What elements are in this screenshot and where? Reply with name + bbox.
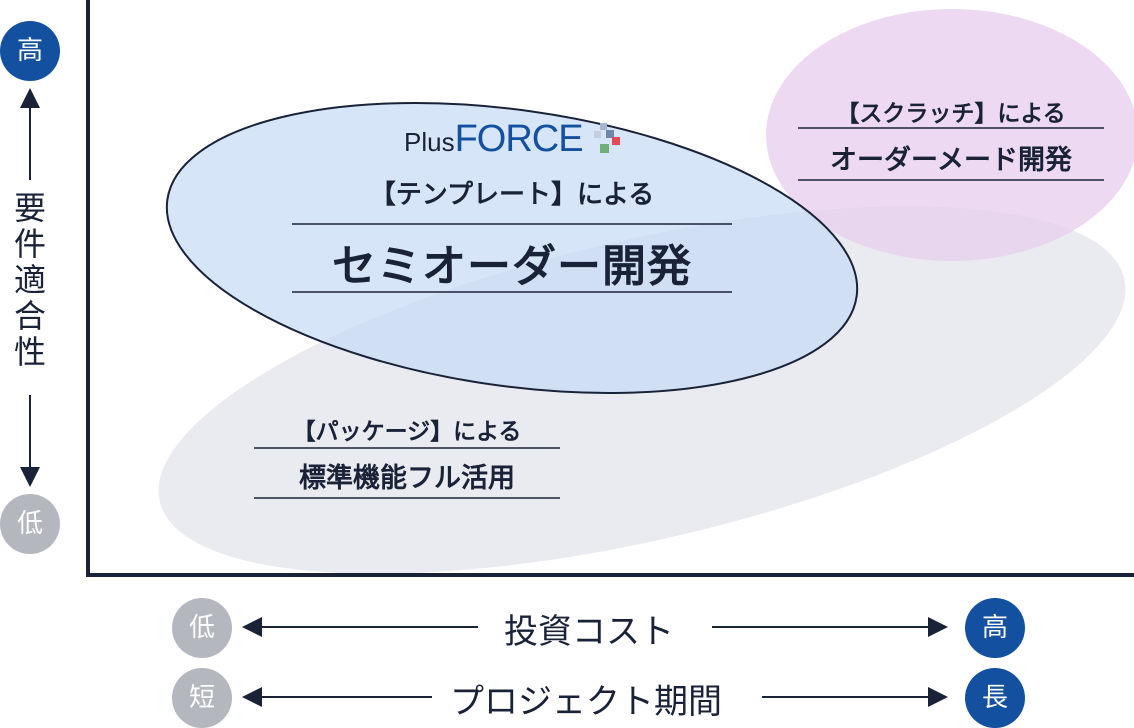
y-label-char: 合 [14, 297, 47, 335]
cost-axis-label: 投資コスト [490, 604, 688, 653]
scratch-ellipse [766, 9, 1134, 261]
y-low-badge: 低 [0, 494, 60, 554]
y-label-char: 要 [14, 189, 47, 227]
y-high-badge: 高 [0, 21, 60, 81]
template-title: セミオーダー開発 [332, 241, 692, 292]
template-prefix: 【テンプレート】による [369, 180, 655, 210]
cost-low-badge: 低 [172, 598, 232, 658]
period-axis-label: プロジェクト期間 [436, 674, 736, 723]
cost-high-badge: 高 [965, 598, 1025, 658]
logo-force: FORCE [454, 118, 584, 160]
y-label-char: 件 [14, 225, 47, 263]
y-label-char: 性 [14, 333, 47, 371]
template-ellipse [165, 102, 859, 394]
package-title: 標準機能フル活用 [299, 463, 515, 494]
y-label-char: 適 [14, 261, 47, 299]
plusforce-logo-mark [594, 123, 620, 153]
package-prefix: 【パッケージ】による [292, 419, 522, 445]
scratch-prefix: 【スクラッチ】による [836, 101, 1066, 127]
period-short-badge: 短 [172, 668, 232, 728]
plusforce-logo: PlusFORCE [404, 118, 584, 161]
y-axis-label: 要 件 適 合 性 [14, 190, 46, 370]
period-long-badge: 長 [965, 668, 1025, 728]
logo-plus: Plus [404, 127, 455, 157]
scratch-title: オーダーメード開発 [830, 145, 1072, 176]
